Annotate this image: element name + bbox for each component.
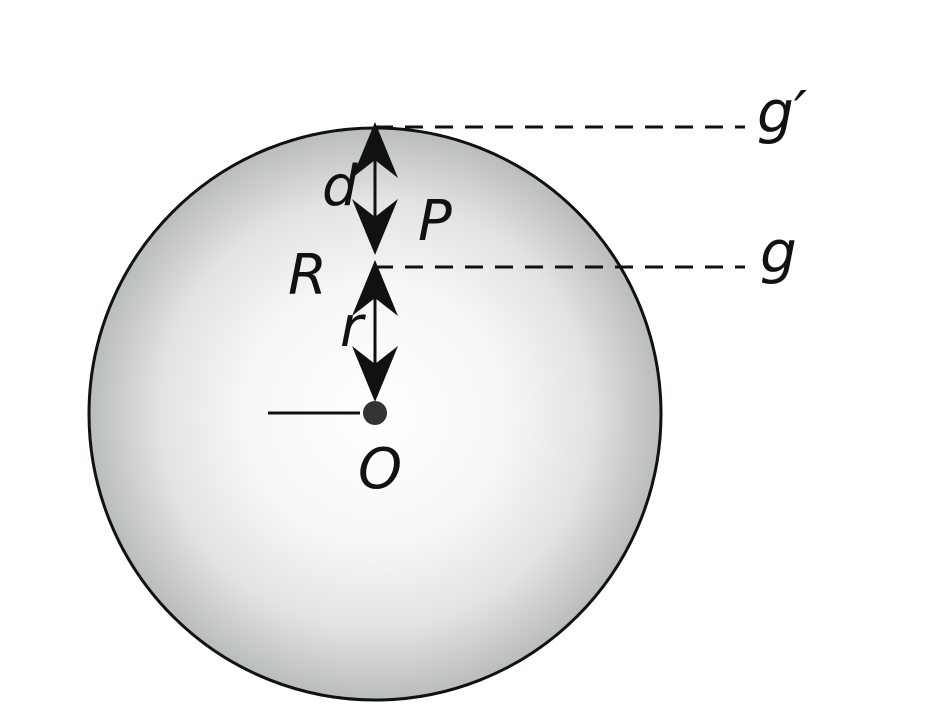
label-d: d — [322, 154, 358, 219]
label-r: r — [340, 295, 366, 360]
center-point — [363, 401, 387, 425]
label-g: g — [760, 218, 797, 286]
distance-arrow — [352, 260, 398, 402]
label-R: R — [288, 243, 327, 308]
depth-arrow — [352, 122, 398, 255]
label-O: O — [358, 437, 402, 502]
label-g-prime: g′ — [757, 78, 807, 146]
label-P: P — [418, 189, 452, 254]
